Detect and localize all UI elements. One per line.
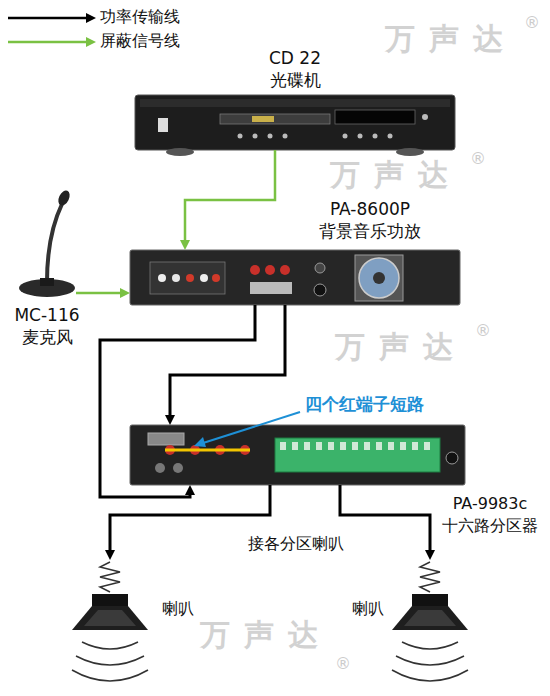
power-line	[340, 485, 435, 560]
device-label: 喇叭	[162, 600, 194, 618]
device-label: 喇叭	[352, 600, 384, 618]
device-label: CD 22	[269, 49, 321, 69]
device-label: MC-116	[14, 306, 79, 326]
power-line	[165, 305, 285, 425]
watermark: 万声达	[385, 22, 517, 57]
device-node: 喇叭	[70, 560, 150, 690]
legend-text: 屏蔽信号线	[100, 32, 180, 50]
zone-splitter	[130, 412, 465, 485]
power-line	[105, 485, 270, 560]
legend-text: 功率传输线	[100, 8, 180, 26]
watermark: ®	[335, 655, 351, 673]
device-node: PA-8600P背景音乐功放	[130, 250, 460, 305]
watermark: ®	[470, 150, 486, 168]
legend-sample	[8, 37, 96, 47]
signal-line	[76, 288, 130, 298]
device-label: PA-9983c	[453, 495, 528, 513]
device-label: 十六路分区器	[442, 517, 538, 535]
callout-note: 四个红端子短路	[305, 395, 424, 415]
cd-player	[135, 95, 455, 156]
signal-line	[180, 150, 275, 250]
device-node: CD 22光碟机	[135, 95, 455, 150]
watermark: 万声达	[200, 618, 332, 653]
watermark: 万声达	[330, 158, 462, 193]
device-label: PA-8600P	[330, 200, 410, 220]
device-node: PA-9983c十六路分区器	[130, 425, 465, 485]
wiring-note: 接各分区喇叭	[248, 535, 344, 553]
device-label: 光碟机	[270, 71, 321, 91]
watermark: ®	[475, 322, 491, 340]
speaker	[392, 562, 468, 681]
watermark: 万声达	[335, 330, 467, 365]
device-label: 麦克风	[22, 328, 73, 348]
power-line	[100, 305, 255, 497]
watermark: ®	[524, 14, 540, 32]
microphone	[19, 189, 75, 297]
device-node: 喇叭	[390, 560, 470, 690]
speaker	[72, 562, 148, 681]
device-node: MC-116麦克风	[18, 190, 76, 300]
device-label: 背景音乐功放	[319, 222, 421, 242]
legend-sample	[8, 13, 96, 23]
amplifier	[130, 250, 460, 305]
